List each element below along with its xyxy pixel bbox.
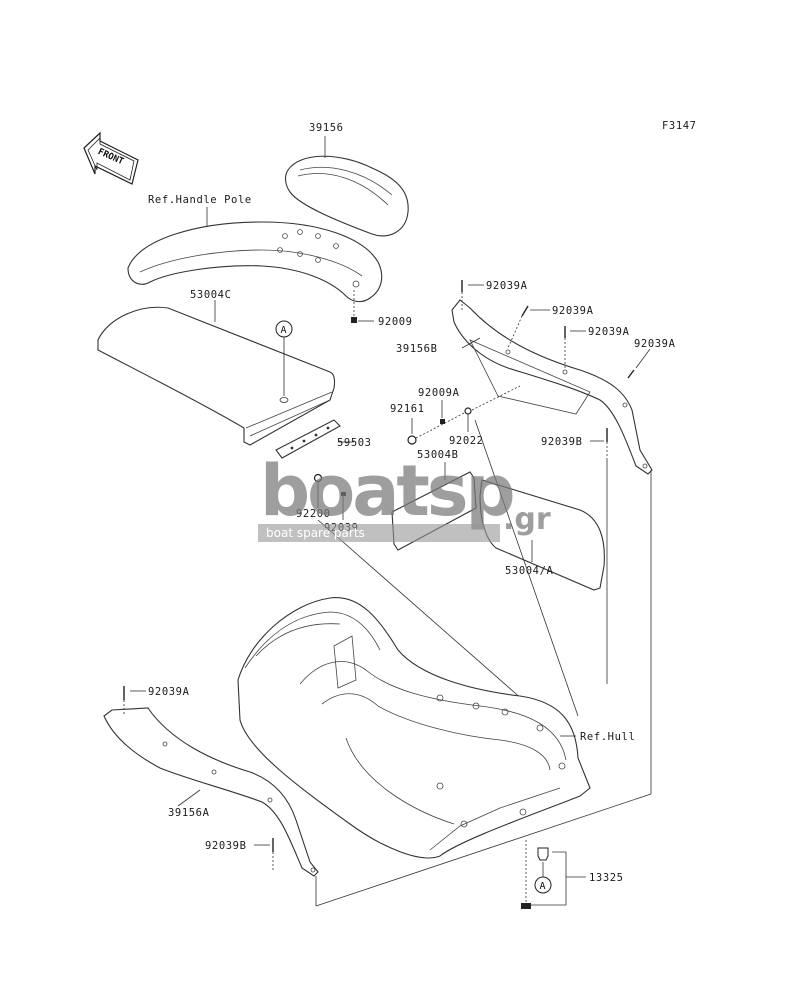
callout-39156A: 39156A bbox=[168, 807, 210, 819]
callout-53004B: 53004B bbox=[417, 449, 459, 461]
ref-a-upper-label: A bbox=[281, 325, 287, 336]
rail-39156A bbox=[103, 707, 319, 877]
strip-59503 bbox=[275, 419, 341, 459]
ref-a-upper: A bbox=[275, 320, 293, 403]
callout-92009: 92009 bbox=[378, 316, 413, 328]
figure-code: F3147 bbox=[662, 120, 697, 132]
ref-a-lower-label: A bbox=[540, 881, 546, 892]
callout-92161: 92161 bbox=[390, 403, 425, 415]
callout-92200: 92200 bbox=[296, 508, 331, 520]
callout-39156B: 39156B bbox=[396, 343, 438, 355]
callout-92039A-5: 92039A bbox=[148, 686, 190, 698]
callout-59503: 59503 bbox=[337, 437, 372, 449]
callout-92039A-2: 92039A bbox=[552, 305, 594, 317]
callout-92039A-1: 92039A bbox=[486, 280, 528, 292]
rail-39156B bbox=[451, 299, 653, 475]
callout-92039A-4: 92039A bbox=[634, 338, 676, 350]
watermark-suffix: .gr bbox=[503, 502, 551, 537]
callout-39156: 39156 bbox=[309, 122, 344, 134]
washer-92200 bbox=[313, 473, 323, 508]
part-39156-pad bbox=[285, 155, 409, 237]
bolt-92039A-4 bbox=[627, 348, 651, 379]
bolt-92009 bbox=[351, 290, 357, 323]
callout-92039B-1: 92039B bbox=[541, 436, 583, 448]
callout-ref-handle-pole: Ref.Handle Pole bbox=[148, 194, 252, 206]
callout-53004C: 53004C bbox=[190, 289, 232, 301]
hardware-92009A-92161-92022 bbox=[407, 385, 521, 445]
handle-pole-outline bbox=[127, 221, 383, 303]
callout-92039B-2: 92039B bbox=[205, 840, 247, 852]
callout-13325: 13325 bbox=[589, 872, 624, 884]
callout-ref-hull: Ref.Hull bbox=[580, 731, 635, 743]
watermark-brand: boatsp bbox=[260, 450, 516, 532]
pad-53004A bbox=[479, 479, 605, 591]
callout-92039A-3: 92039A bbox=[588, 326, 630, 338]
bolt-92039-mid bbox=[341, 492, 346, 520]
mat-53004C bbox=[97, 306, 336, 446]
callout-53004A: 53004/A bbox=[505, 565, 554, 577]
bolt-92039A-2 bbox=[507, 305, 529, 349]
front-arrow: FRONT bbox=[83, 131, 139, 185]
callout-92022: 92022 bbox=[449, 435, 484, 447]
callout-92009A: 92009A bbox=[418, 387, 460, 399]
drain-plug-13325: A bbox=[521, 840, 586, 909]
watermark-tagline: boat spare parts bbox=[258, 524, 500, 542]
